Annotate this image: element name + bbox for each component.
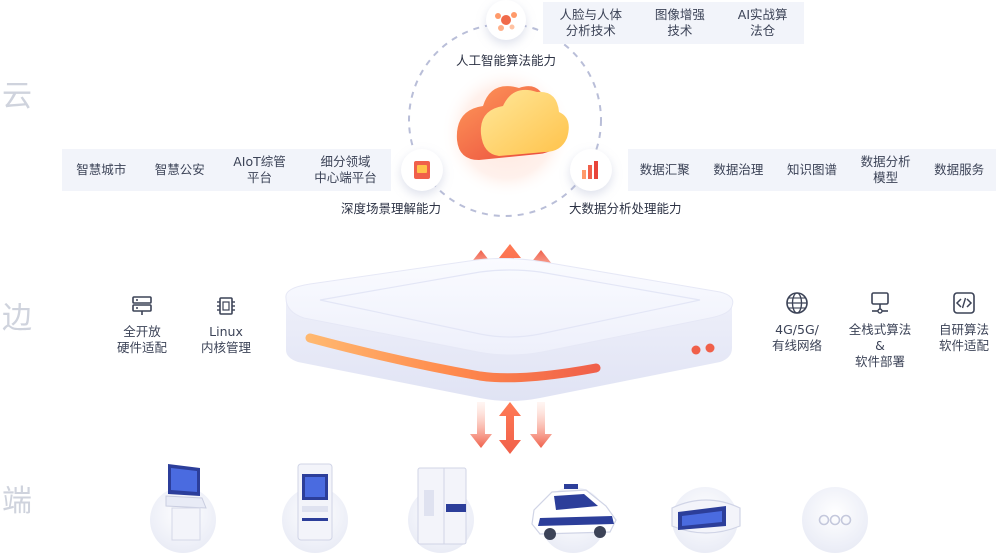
panel-item: 知识图谱 bbox=[786, 162, 837, 177]
server-icon bbox=[132, 296, 152, 315]
scene-understanding-badge bbox=[401, 149, 443, 191]
feature-label: 全栈式算法 & 软件部署 bbox=[848, 322, 912, 369]
code-icon bbox=[953, 292, 975, 314]
server-cabinet-icon bbox=[417, 467, 467, 545]
bar-chart-icon bbox=[582, 161, 598, 179]
globe-icon bbox=[786, 292, 808, 314]
more-icon bbox=[818, 514, 852, 526]
molecule-icon bbox=[495, 12, 517, 31]
cloud-right-panel: 数据汇聚 数据治理 知识图谱 数据分析 模型 数据服务 bbox=[628, 149, 996, 191]
feature-label: 4G/5G/ 有线网络 bbox=[771, 322, 822, 353]
feature-fullstack-deploy: 全栈式算法 & 软件部署 bbox=[845, 290, 915, 370]
scene-understanding-label: 深度场景理解能力 bbox=[341, 201, 442, 216]
panel-item: AI实战算 法仓 bbox=[737, 7, 788, 38]
atm-machine-icon bbox=[297, 463, 333, 541]
cloud-capability-ring bbox=[408, 23, 602, 217]
feature-label: 自研算法 软件适配 bbox=[938, 322, 989, 353]
cloud-left-panel: 智慧城市 智慧公安 AIoT综管 平台 细分领域 中心端平台 bbox=[62, 149, 391, 191]
cloud-icon bbox=[456, 86, 569, 160]
panel-item: 数据治理 bbox=[713, 162, 764, 177]
tier-label-edge: 边 bbox=[2, 301, 32, 336]
feature-selfdev-software: 自研算法 软件适配 bbox=[929, 290, 996, 354]
feature-open-hardware: 全开放 硬件适配 bbox=[107, 294, 177, 356]
feature-network: 4G/5G/ 有线网络 bbox=[762, 290, 832, 354]
panel-item: 智慧公安 bbox=[154, 162, 205, 177]
big-data-label: 大数据分析处理能力 bbox=[569, 201, 682, 216]
ai-algorithm-badge bbox=[486, 0, 526, 40]
tier-label-device: 端 bbox=[2, 484, 32, 519]
panel-item: 细分领域 中心端平台 bbox=[314, 154, 377, 185]
panel-item: 数据汇聚 bbox=[639, 162, 690, 177]
feature-label: Linux 内核管理 bbox=[200, 324, 251, 355]
panel-item: 数据分析 模型 bbox=[860, 154, 911, 185]
kiosk-terminal-icon bbox=[165, 464, 207, 541]
police-car-icon bbox=[531, 484, 617, 540]
panel-item: 人脸与人体 分析技术 bbox=[559, 7, 622, 38]
tier-label-cloud: 云 bbox=[2, 79, 32, 114]
panel-item: 智慧城市 bbox=[76, 162, 127, 177]
chip-icon bbox=[217, 297, 235, 315]
device-more bbox=[802, 487, 868, 553]
network-node-icon bbox=[871, 292, 889, 314]
panel-item: AIoT综管 平台 bbox=[233, 154, 286, 185]
ai-algorithm-label: 人工智能算法能力 bbox=[456, 53, 557, 68]
big-data-badge bbox=[570, 149, 612, 191]
vr-headset-icon bbox=[671, 499, 741, 534]
cloud-top-panel: 人脸与人体 分析技术 图像增强 技术 AI实战算 法仓 bbox=[543, 2, 804, 44]
chip-card-icon bbox=[414, 161, 430, 179]
edge-device-arrows bbox=[470, 402, 552, 454]
feature-linux-kernel: Linux 内核管理 bbox=[191, 294, 261, 356]
panel-item: 图像增强 技术 bbox=[654, 7, 705, 38]
panel-item: 数据服务 bbox=[934, 162, 985, 177]
edge-device-box bbox=[285, 258, 734, 401]
feature-label: 全开放 硬件适配 bbox=[116, 324, 167, 355]
